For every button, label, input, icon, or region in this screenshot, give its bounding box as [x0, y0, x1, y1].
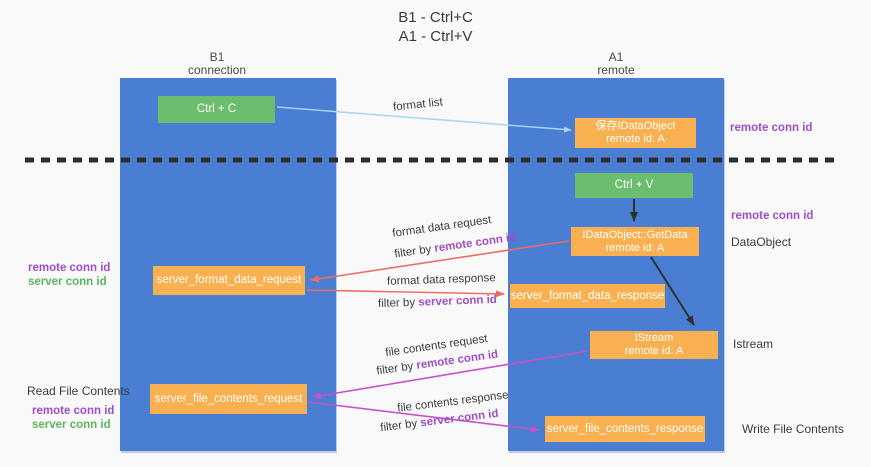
node-server-file-contents-request-label: server_file_contents_request: [154, 392, 303, 405]
label-istream: Istream: [733, 337, 774, 351]
label-dataobject: DataObject: [731, 235, 792, 249]
node-save-dataobject-line2: remote id: A: [606, 133, 665, 145]
node-idataobject-getdata-line1: IDataObject::GetData: [582, 228, 688, 241]
title-line-1: B1 - Ctrl+C: [398, 9, 473, 26]
node-idataobject-getdata: IDataObject::GetData remote id: A: [571, 227, 699, 256]
lane-header-left: B1 connection: [109, 51, 325, 77]
node-ctrl-c-label: Ctrl + C: [196, 103, 237, 115]
node-ctrl-c: Ctrl + C: [158, 96, 275, 123]
lane-left-name: B1: [209, 50, 225, 64]
node-server-format-data-request-label: server_format_data_request: [156, 274, 302, 286]
label-left-remote-conn-id-mid: remote conn id: [28, 262, 111, 274]
node-idataobject-getdata-line2: remote id: A: [605, 241, 665, 254]
node-server-file-contents-response-label: server_file_contents_response: [546, 422, 704, 435]
lane-left-role: connection: [187, 63, 247, 77]
edge-label-format-list: format list: [392, 96, 444, 114]
arrow-format-data-response: [306, 289, 505, 298]
node-save-dataobject: 保存IDataObject remote id: A: [575, 118, 696, 148]
filter-prefix: filter by: [393, 242, 436, 261]
label-left-server-conn-id-mid: server conn id: [28, 276, 107, 288]
node-ctrl-v: Ctrl + V: [575, 173, 693, 198]
lane-header-right: A1 remote: [508, 51, 724, 77]
label-left-server-conn-id-bottom: server conn id: [32, 419, 111, 431]
node-ctrl-v-label: Ctrl + V: [614, 179, 654, 191]
lane-right-role: remote: [597, 63, 635, 77]
filter-prefix: filter by: [377, 296, 419, 311]
node-istream-line1: IStream: [634, 332, 674, 344]
node-server-format-data-response: server_format_data_response: [510, 284, 665, 308]
diagram-title: B1 - Ctrl+C A1 - Ctrl+V: [0, 8, 871, 46]
node-istream-line2: remote id: A: [624, 345, 684, 357]
label-write-file-contents: Write File Contents: [742, 422, 844, 436]
filter-prefix: filter by: [379, 417, 422, 435]
node-server-format-data-request: server_format_data_request: [153, 266, 305, 295]
edge-label-format-data-response: format data response: [386, 272, 496, 288]
node-save-dataobject-line1: 保存IDataObject: [595, 120, 676, 132]
label-left-remote-conn-id-bottom: remote conn id: [32, 405, 115, 417]
lane-right-name: A1: [608, 50, 624, 64]
label-read-file-contents: Read File Contents: [27, 384, 130, 398]
filter-prefix: filter by: [375, 359, 418, 378]
label-right-remote-conn-id-mid: remote conn id: [731, 210, 814, 222]
filter-id-server: server conn id: [419, 407, 500, 430]
filter-id-remote: remote conn id: [433, 231, 517, 255]
node-server-format-data-response-label: server_format_data_response: [510, 289, 665, 302]
node-server-file-contents-response: server_file_contents_response: [545, 416, 705, 442]
node-istream: IStream remote id: A: [590, 331, 718, 359]
node-server-file-contents-request: server_file_contents_request: [150, 384, 307, 414]
filter-id-server: server conn id: [418, 293, 498, 309]
title-line-2: A1 - Ctrl+V: [398, 28, 473, 45]
edge-label-filter-server-1: filter by server conn id: [378, 294, 497, 310]
label-right-remote-conn-id-top: remote conn id: [730, 122, 813, 134]
